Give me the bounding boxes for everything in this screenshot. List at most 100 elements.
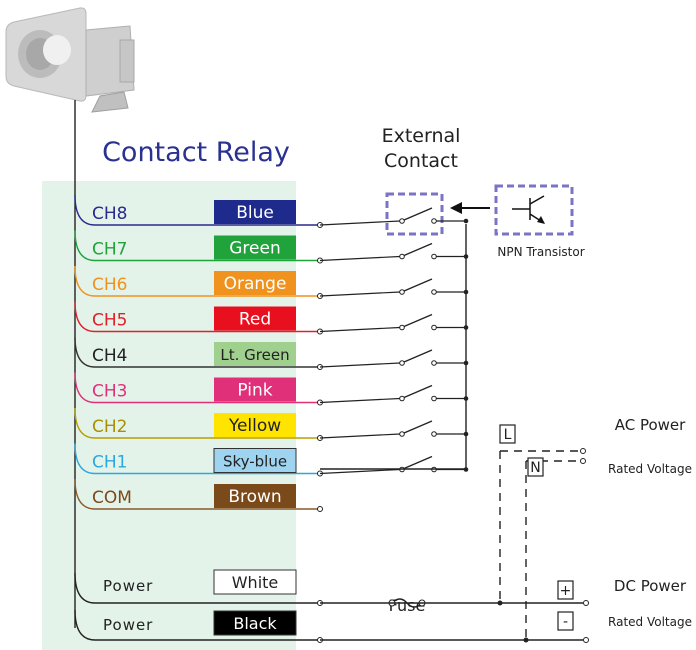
- switch-contact: [431, 431, 437, 437]
- power-row: Power Black: [74, 609, 323, 643]
- channel-row: CH8 Blue: [74, 194, 469, 228]
- channel-name: CH7: [92, 240, 127, 260]
- channel-name: CH6: [92, 275, 127, 295]
- wire-color-label: Green: [229, 239, 280, 259]
- dc-plus-label: +: [560, 583, 572, 599]
- dc-power-title: DC Power: [614, 577, 687, 595]
- switch-blade: [403, 313, 433, 328]
- ac-L-label: L: [504, 427, 512, 443]
- channel-name: CH4: [92, 346, 127, 366]
- channel-row: CH7 Green: [74, 230, 469, 264]
- switch-blade: [403, 349, 433, 363]
- terminal: [317, 506, 323, 512]
- power-wire: [74, 572, 320, 604]
- dc-rated-voltage: Rated Voltage: [608, 615, 692, 629]
- switch-blade: [403, 242, 433, 257]
- wire-color-box: [214, 484, 296, 508]
- switch-contact: [399, 324, 405, 331]
- power-name: Power: [103, 577, 153, 595]
- channel-name: COM: [92, 488, 132, 508]
- switch-contact: [431, 253, 437, 260]
- switch-contact: [399, 289, 405, 295]
- channel-wire: [74, 194, 320, 226]
- channel-wire: [74, 265, 320, 297]
- wire-color-box: [214, 377, 296, 402]
- channel-wire: [74, 407, 320, 439]
- channel-row: COM Brown: [74, 478, 323, 512]
- wire-color-box: [214, 235, 296, 260]
- channel-wire: [74, 478, 320, 510]
- wire-color-box: [214, 200, 296, 224]
- ac-dashed-lines: [499, 450, 580, 640]
- channel-row: CH4 Lt. Green: [74, 336, 469, 370]
- channel-name: CH1: [92, 453, 127, 473]
- wire-color-box: [213, 610, 297, 636]
- power-name: Power: [103, 616, 153, 634]
- switch-contact: [399, 395, 405, 402]
- external-contact-label-line2: Contact: [384, 150, 458, 172]
- channel-wire: [74, 336, 320, 368]
- switch-contact: [431, 360, 437, 366]
- wire-color-label: Black: [233, 614, 277, 633]
- channel-wire: [74, 230, 320, 262]
- switch-contact: [431, 324, 437, 331]
- wire-color-box: [213, 569, 297, 595]
- ac-N-box: [527, 457, 544, 477]
- channel-row: CH5 Red: [74, 301, 469, 335]
- wire-color-label: Pink: [237, 381, 272, 401]
- switch-blade: [403, 278, 433, 292]
- ac-power-title: AC Power: [615, 416, 686, 434]
- wire-color-label: Lt. Green: [220, 346, 289, 364]
- switch-contact: [399, 253, 405, 260]
- wire-color-box: [214, 306, 296, 331]
- ac-N-label: N: [530, 460, 540, 476]
- wire-color-label: Brown: [228, 487, 281, 507]
- power-wire: [74, 609, 320, 641]
- channel-name: CH3: [92, 382, 127, 402]
- wire-color-box: [214, 413, 296, 437]
- wire-color-label: Red: [239, 310, 271, 330]
- npn-transistor-icon: [512, 195, 545, 224]
- switch-blade: [403, 455, 433, 470]
- arrow-head-icon: [450, 202, 462, 214]
- wire-color-label: Orange: [224, 274, 287, 294]
- switch-blade: [403, 420, 433, 434]
- switch-contact: [431, 395, 437, 402]
- ac-rated-voltage: Rated Voltage: [608, 462, 692, 476]
- channel-name: CH5: [92, 311, 127, 331]
- wire-color-box: [214, 271, 296, 295]
- channel-name: CH2: [92, 417, 127, 437]
- fuse-label: Fuse: [389, 596, 426, 615]
- channel-row: CH3 Pink: [74, 372, 469, 406]
- wire-color-label: White: [232, 573, 279, 592]
- switch-contact: [431, 218, 437, 224]
- wire-color-label: Yellow: [228, 416, 281, 436]
- switch-blade: [403, 207, 433, 221]
- power-row: Power White: [74, 569, 323, 606]
- channel-row: CH2 Yellow: [74, 407, 469, 441]
- npn-transistor-box: [494, 184, 574, 236]
- bus-junction: [463, 218, 469, 224]
- dc-minus-label: -: [563, 614, 568, 630]
- ac-L-box: [499, 424, 516, 444]
- switch-contact: [399, 360, 405, 366]
- wire-color-label: Blue: [236, 203, 274, 223]
- switch-contact: [431, 289, 437, 295]
- switch-contact: [399, 431, 405, 437]
- dc-plus-box: [557, 580, 574, 600]
- external-contact-label-line1: External: [382, 125, 461, 147]
- npn-label: NPN Transistor: [497, 245, 584, 259]
- diagram-title: Contact Relay: [102, 137, 290, 168]
- channel-row: CH6 Orange: [74, 265, 469, 299]
- switch-blade: [403, 384, 433, 399]
- channel-wire: [74, 443, 320, 475]
- channel-wire: [74, 301, 320, 333]
- dc-minus-box: [557, 611, 574, 631]
- wire-color-box: [213, 448, 297, 473]
- switch-contact: [399, 218, 405, 224]
- wire-color-label: Sky-blue: [223, 453, 287, 471]
- channel-wire: [74, 372, 320, 404]
- channel-name: CH8: [92, 204, 127, 224]
- external-contact-box: [385, 192, 444, 236]
